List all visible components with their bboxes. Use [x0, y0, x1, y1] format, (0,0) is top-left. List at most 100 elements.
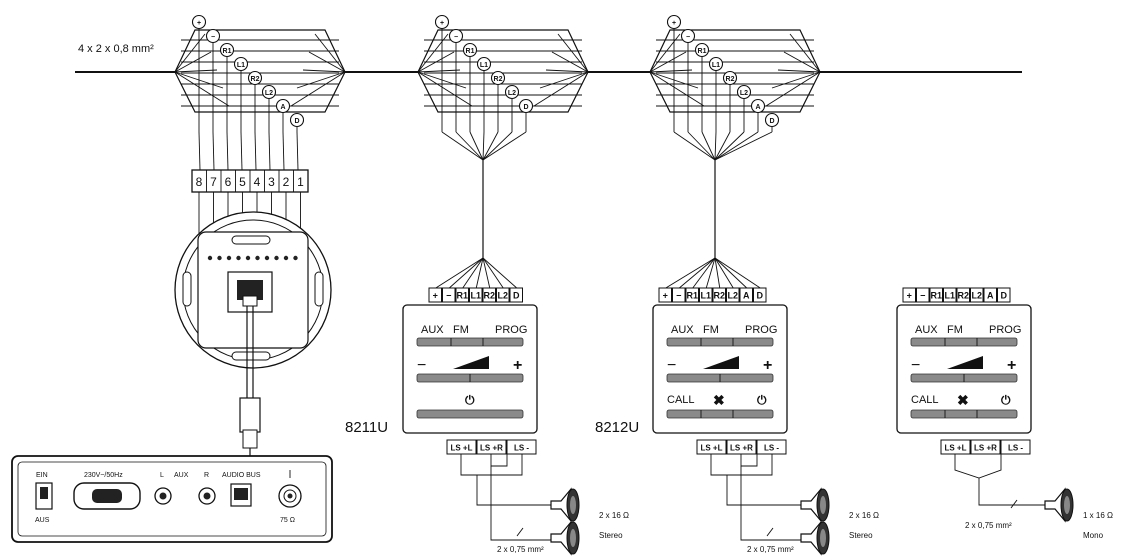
switch-on-label: EIN: [36, 472, 48, 479]
module-terminal: R2: [712, 287, 726, 303]
speaker-output-terminal: LS -: [506, 439, 537, 455]
volume-ramp-icon: [453, 356, 489, 369]
speaker-icon: [800, 487, 830, 523]
terminal-number: 2: [283, 175, 290, 189]
svg-text:+: +: [440, 20, 444, 27]
junction-pin: −: [680, 28, 696, 132]
junction-pin: R2: [490, 70, 506, 132]
speaker-icon: [550, 487, 580, 523]
junction-pin: R1: [694, 42, 710, 132]
svg-text:+: +: [197, 20, 201, 27]
module-terminal: −: [916, 287, 930, 303]
speaker-output-terminal: LS +L: [446, 439, 477, 455]
speaker-impedance-label: 2 x 16 Ω: [849, 511, 879, 520]
svg-text:A: A: [987, 291, 994, 301]
junction-pin: R1: [462, 42, 478, 132]
svg-text:LS -: LS -: [764, 444, 779, 453]
svg-text:L2: L2: [497, 291, 508, 301]
model-label: 8211U: [345, 419, 388, 436]
volume-plus: +: [513, 357, 522, 374]
volume-minus: −: [417, 357, 426, 374]
svg-text:L1: L1: [700, 291, 711, 301]
speaker-output-terminal: LS +R: [476, 439, 507, 455]
volume-plus: +: [763, 357, 772, 374]
volume-plus: +: [1007, 357, 1016, 374]
audio-bus-label: AUDIO BUS: [222, 472, 261, 479]
svg-text:R2: R2: [713, 291, 725, 301]
junction-pin: R2: [247, 70, 263, 132]
svg-text:D: D: [757, 291, 764, 301]
svg-text:A: A: [755, 104, 760, 111]
svg-text:R2: R2: [726, 76, 735, 83]
svg-text:L1: L1: [480, 62, 488, 69]
svg-text:LS +L: LS +L: [944, 444, 966, 453]
svg-text:R1: R1: [466, 48, 475, 55]
terminal-number: 1: [297, 175, 304, 189]
junction-pin: L2: [261, 84, 277, 132]
module-terminal: L2: [726, 287, 740, 303]
source-button-bar[interactable]: [666, 337, 774, 347]
module-terminal: L1: [469, 287, 483, 303]
source-button-bar[interactable]: [910, 337, 1018, 347]
svg-text:L1: L1: [237, 62, 245, 69]
volume-ramp-icon: [703, 356, 739, 369]
svg-text:R1: R1: [698, 48, 707, 55]
svg-text:L2: L2: [971, 291, 982, 301]
function-button-bar[interactable]: [910, 409, 1018, 419]
terminal-number: 7: [210, 175, 217, 189]
junction-pin: L2: [736, 84, 752, 132]
aux-label: AUX: [915, 324, 938, 336]
svg-text:A: A: [743, 291, 750, 301]
socket-plug-cable: [239, 306, 261, 458]
antenna-label: 75 Ω: [280, 517, 295, 524]
module-terminal: L1: [943, 287, 957, 303]
switch-off-label: AUS: [35, 517, 50, 524]
module-terminal: +: [658, 287, 672, 303]
svg-text:R2: R2: [494, 76, 503, 83]
call-label: CALL: [911, 394, 939, 406]
power-icon: ⏻: [1001, 393, 1011, 407]
svg-text:−: −: [920, 291, 925, 301]
cable-label: 4 x 2 x 0,8 mm²: [78, 43, 154, 55]
function-button-bar[interactable]: [666, 409, 774, 419]
speaker-icon: [1044, 487, 1074, 523]
svg-text:L2: L2: [727, 291, 738, 301]
module-terminal: R1: [455, 287, 469, 303]
module-terminal: D: [997, 287, 1011, 303]
prog-label: PROG: [745, 324, 777, 336]
svg-text:LS +L: LS +L: [450, 444, 472, 453]
power-icon: ⏻: [465, 393, 475, 407]
svg-text:L1: L1: [944, 291, 955, 301]
function-button-bar[interactable]: [416, 409, 524, 419]
svg-text:D: D: [513, 291, 520, 301]
wire-label: 2 x 0,75 mm²: [747, 545, 794, 554]
speaker-output-terminal: LS +L: [940, 439, 971, 455]
svg-text:LS +L: LS +L: [700, 444, 722, 453]
svg-text:A: A: [280, 104, 285, 111]
svg-text:L2: L2: [508, 90, 516, 97]
junction-pin: L1: [476, 56, 492, 132]
svg-text:+: +: [672, 20, 676, 27]
junction-pin: −: [448, 28, 464, 132]
module-terminal: R1: [685, 287, 699, 303]
speaker-output-terminal: LS +R: [726, 439, 757, 455]
svg-text:LS -: LS -: [514, 444, 529, 453]
call-label: CALL: [667, 394, 695, 406]
module-terminal: A: [739, 287, 753, 303]
terminal-number: 8: [196, 175, 203, 189]
source-button-bar[interactable]: [416, 337, 524, 347]
junction-pin: L1: [233, 56, 249, 132]
fm-label: FM: [453, 324, 469, 336]
svg-text:+: +: [907, 291, 912, 301]
mute-icon: ✖: [957, 392, 969, 408]
svg-text:L1: L1: [712, 62, 720, 69]
volume-minus: −: [911, 357, 920, 374]
svg-text:−: −: [211, 34, 215, 41]
svg-text:L1: L1: [470, 291, 481, 301]
power-label: 230V~/50Hz: [84, 472, 123, 479]
